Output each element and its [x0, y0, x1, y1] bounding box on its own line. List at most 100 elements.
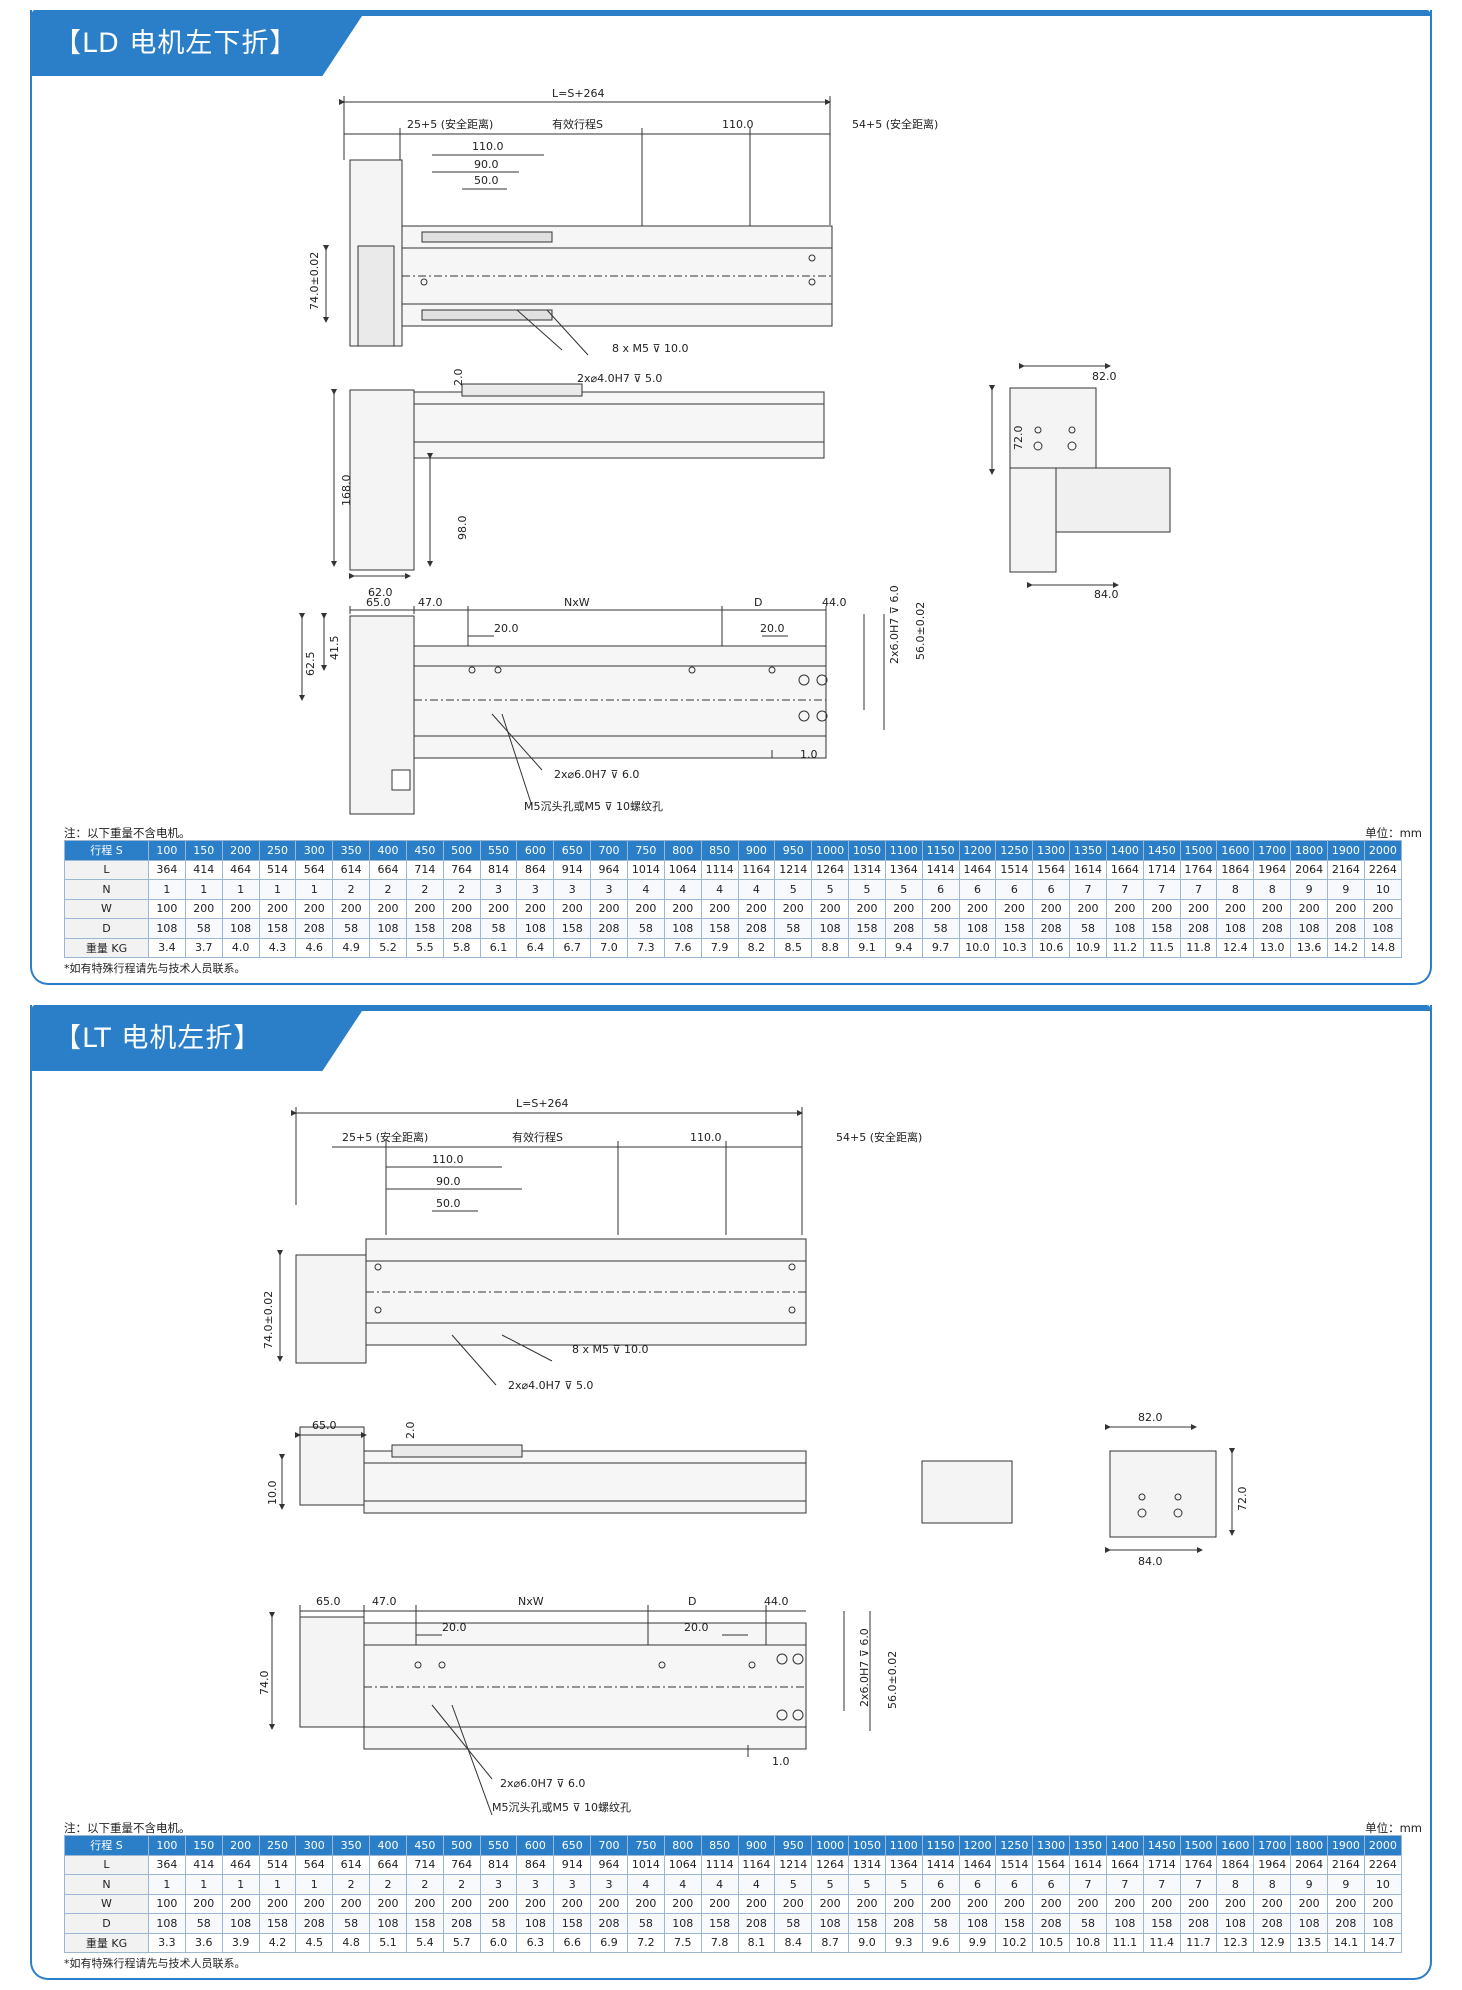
table-cell: 6.4 [516, 937, 555, 958]
table-cell: 108 [811, 1913, 850, 1934]
table-cell: 4 [626, 1874, 665, 1895]
table-cell: 6 [995, 879, 1034, 900]
dim-b-44: 44.0 [822, 596, 847, 609]
dim-b-65: 65.0 [366, 596, 391, 609]
table-cell: 764 [442, 859, 481, 880]
table-cell: 814 [479, 1854, 518, 1875]
table-cell: 6 [958, 879, 997, 900]
row-label-cell: L [64, 859, 149, 880]
table-cell: 10.9 [1069, 937, 1107, 958]
table-cell: 3.9 [221, 1932, 260, 1953]
table-cell: 208 [442, 1913, 481, 1934]
table-cell: 4.9 [332, 937, 371, 958]
table-cell: 58 [332, 1913, 371, 1934]
header-label-cell: 行程 S [64, 840, 149, 861]
header-stroke-cell: 1100 [884, 840, 923, 861]
table-cell: 158 [1142, 1913, 1181, 1934]
table-cell: 5 [811, 1874, 850, 1895]
table-cell: 8.7 [811, 1932, 850, 1953]
table-cell: 1164 [737, 1854, 776, 1875]
table-cell: 11.7 [1179, 1932, 1218, 1953]
table-cell: 9.0 [848, 1932, 886, 1953]
table-cell: 4 [626, 879, 665, 900]
table-cell: 3.6 [184, 1932, 223, 1953]
table-cell: 10.6 [1032, 937, 1071, 958]
table-cell: 4 [737, 1874, 776, 1895]
table-cell: 1964 [1253, 1854, 1292, 1875]
header-stroke-cell: 500 [442, 840, 481, 861]
table-cell: 200 [553, 1893, 592, 1914]
table-cell: 158 [700, 1913, 739, 1934]
table-cell: 8.8 [811, 937, 850, 958]
table-cell: 1 [295, 1874, 334, 1895]
dim-holes-m5: 8 x M5 ⊽ 10.0 [612, 342, 689, 355]
weight-note: 注：以下重量不含电机。 [64, 1821, 191, 1835]
table-cell: 1964 [1253, 859, 1292, 880]
table-cell: 8.2 [737, 937, 776, 958]
table-cell: 2264 [1363, 1854, 1403, 1875]
table-cell: 1 [148, 879, 186, 900]
table-cell: 200 [921, 898, 960, 919]
table-cell: 200 [1069, 1893, 1107, 1914]
table-cell: 108 [221, 918, 260, 939]
table-cell: 3 [590, 879, 628, 900]
table-cell: 14.7 [1363, 1932, 1403, 1953]
table-cell: 664 [369, 1854, 407, 1875]
row-label-cell: W [64, 898, 149, 919]
table-cell: 200 [1142, 898, 1181, 919]
table-cell: 200 [1363, 1893, 1403, 1914]
table-cell: 4.2 [258, 1932, 297, 1953]
table-cell: 12.3 [1216, 1932, 1255, 1953]
header-stroke-cell: 1700 [1253, 1835, 1292, 1856]
dim-top-110: 110.0 [472, 140, 504, 153]
table-cell: 1 [221, 879, 260, 900]
table-cell: 200 [1216, 1893, 1255, 1914]
table-cell: 1364 [884, 1854, 923, 1875]
table-cell: 3 [553, 1874, 592, 1895]
table-cell: 5.5 [405, 937, 444, 958]
table-cell: 6.3 [516, 1932, 555, 1953]
header-stroke-cell: 1050 [848, 840, 886, 861]
section-title: 【LD 电机左下折】 [32, 16, 362, 76]
table-cell: 108 [1363, 1913, 1403, 1934]
table-cell: 158 [553, 918, 592, 939]
table-cell: 200 [295, 1893, 334, 1914]
table-cell: 13.5 [1290, 1932, 1328, 1953]
table-cell: 3 [590, 1874, 628, 1895]
table-cell: 4.6 [295, 937, 334, 958]
table-cell: 200 [848, 1893, 886, 1914]
table-cell: 8 [1253, 1874, 1292, 1895]
table-cell: 200 [1290, 1893, 1328, 1914]
table-cell: 13.6 [1290, 937, 1328, 958]
table-cell: 1714 [1142, 1854, 1181, 1875]
table-cell: 1314 [848, 859, 886, 880]
header-stroke-cell: 1400 [1105, 1835, 1144, 1856]
table-cell: 7 [1142, 1874, 1181, 1895]
table-cell: 158 [553, 1913, 592, 1934]
dim-total: L=S+264 [552, 87, 605, 100]
table-cell: 200 [663, 898, 702, 919]
table-cell: 200 [958, 1893, 997, 1914]
dim-end-82: 82.0 [1138, 1411, 1163, 1424]
table-cell: 1 [148, 1874, 186, 1895]
header-stroke-cell: 1600 [1216, 1835, 1255, 1856]
table-cell: 108 [1363, 918, 1403, 939]
header-stroke-cell: 1900 [1327, 840, 1365, 861]
dim-end-84: 84.0 [1094, 588, 1119, 601]
dim-b-56: 56.0±0.02 [886, 1651, 899, 1709]
row-label-cell: W [64, 1893, 149, 1914]
section-title: 【LT 电机左折】 [32, 1011, 362, 1071]
table-cell: 1264 [811, 859, 850, 880]
header-stroke-cell: 700 [590, 1835, 628, 1856]
header-stroke-cell: 1300 [1032, 1835, 1071, 1856]
table-cell: 208 [590, 1913, 628, 1934]
table-cell: 11.4 [1142, 1932, 1181, 1953]
dim-b-m5: M5沉头孔或M5 ⊽ 10螺纹孔 [524, 799, 663, 813]
table-cell: 208 [737, 1913, 776, 1934]
table-cell: 58 [626, 918, 665, 939]
table-cell: 4.5 [295, 1932, 334, 1953]
table-cell: 5 [848, 1874, 886, 1895]
table-cell: 208 [884, 1913, 923, 1934]
